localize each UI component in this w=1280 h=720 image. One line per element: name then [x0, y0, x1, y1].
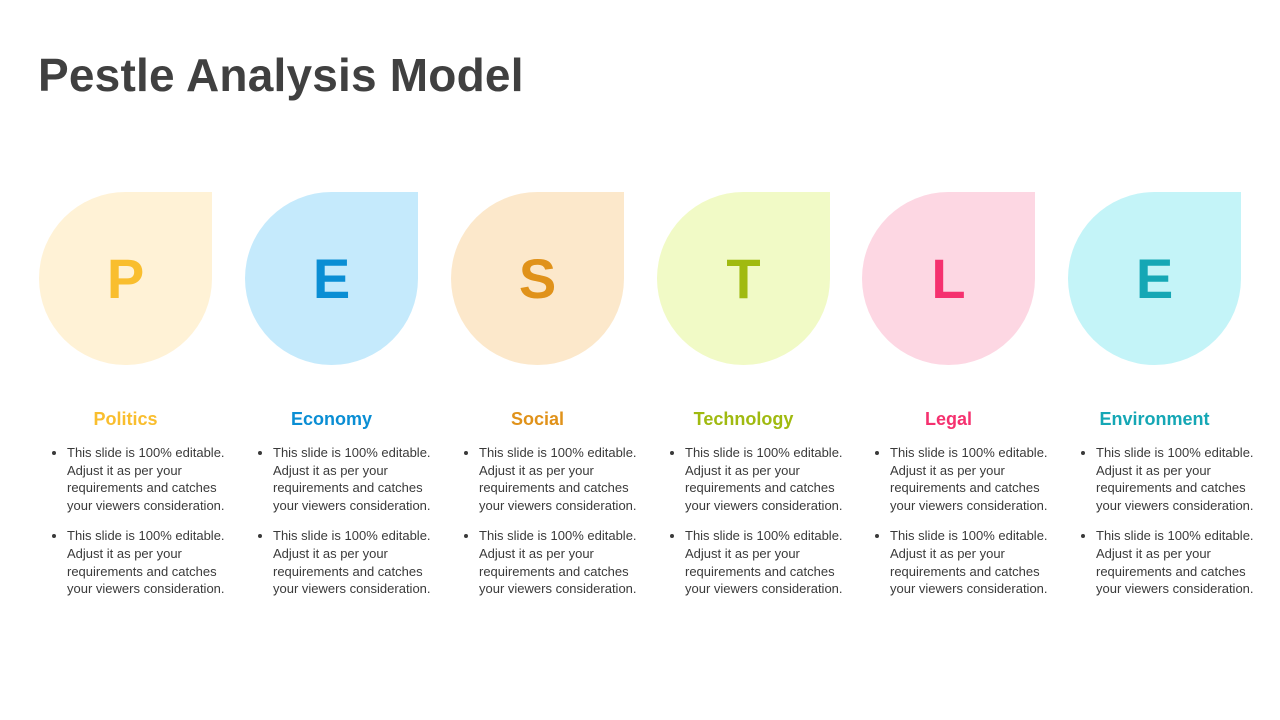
bullet-item: This slide is 100% editable. Adjust it a…	[1096, 527, 1271, 597]
bullet-list: This slide is 100% editable. Adjust it a…	[255, 444, 448, 611]
column-heading: Politics	[93, 409, 158, 429]
bullet-item: This slide is 100% editable. Adjust it a…	[273, 527, 448, 597]
bullet-list: This slide is 100% editable. Adjust it a…	[49, 444, 242, 611]
pestle-column-legal: L Legal This slide is 100% editable. Adj…	[862, 192, 1052, 596]
bullet-list: This slide is 100% editable. Adjust it a…	[461, 444, 654, 611]
bullet-item: This slide is 100% editable. Adjust it a…	[479, 444, 654, 514]
drop-shape: P	[39, 192, 212, 365]
bullet-list: This slide is 100% editable. Adjust it a…	[872, 444, 1065, 611]
page-title: Pestle Analysis Model	[38, 49, 524, 101]
pestle-column-environment: E Environment This slide is 100% editabl…	[1068, 192, 1258, 596]
drop-shape: E	[245, 192, 418, 365]
pestle-letter: E	[312, 246, 351, 310]
bullet-item: This slide is 100% editable. Adjust it a…	[685, 527, 860, 597]
pestle-letter: S	[518, 246, 557, 310]
pestle-column-social: S Social This slide is 100% editable. Ad…	[451, 192, 641, 596]
bullet-list: This slide is 100% editable. Adjust it a…	[667, 444, 860, 611]
bullet-item: This slide is 100% editable. Adjust it a…	[890, 444, 1065, 514]
pestle-letter: T	[726, 246, 761, 310]
pestle-letter: E	[1135, 246, 1174, 310]
bullet-item: This slide is 100% editable. Adjust it a…	[685, 444, 860, 514]
drop-shape: E	[1068, 192, 1241, 365]
pestle-column-economy: E Economy This slide is 100% editable. A…	[245, 192, 435, 596]
pestle-column-technology: T Technology This slide is 100% editable…	[657, 192, 847, 596]
bullet-list: This slide is 100% editable. Adjust it a…	[1078, 444, 1271, 611]
column-heading: Environment	[1099, 409, 1210, 429]
drop-shape: L	[862, 192, 1035, 365]
bullet-item: This slide is 100% editable. Adjust it a…	[273, 444, 448, 514]
drop-shape: S	[451, 192, 624, 365]
column-heading: Social	[510, 409, 565, 429]
pestle-letter: L	[931, 246, 966, 310]
column-heading: Legal	[924, 409, 972, 429]
column-heading: Economy	[290, 409, 373, 429]
bullet-item: This slide is 100% editable. Adjust it a…	[67, 444, 242, 514]
bullet-item: This slide is 100% editable. Adjust it a…	[890, 527, 1065, 597]
column-heading: Technology	[693, 409, 794, 429]
bullet-item: This slide is 100% editable. Adjust it a…	[479, 527, 654, 597]
bullet-item: This slide is 100% editable. Adjust it a…	[1096, 444, 1271, 514]
pestle-column-politics: P Politics This slide is 100% editable. …	[39, 192, 229, 596]
drop-shape: T	[657, 192, 830, 365]
pestle-letter: P	[106, 246, 145, 310]
bullet-item: This slide is 100% editable. Adjust it a…	[67, 527, 242, 597]
